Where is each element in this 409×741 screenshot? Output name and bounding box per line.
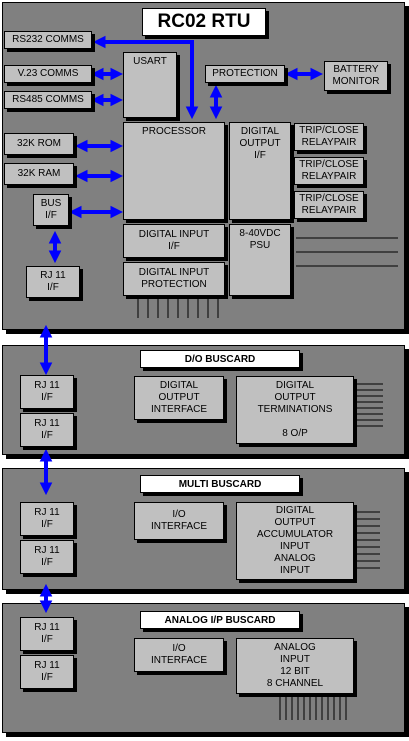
relay-pair-block-1: TRIP/CLOSE RELAYPAIR	[294, 123, 364, 151]
v23-comms-block: V.23 COMMS	[4, 65, 92, 83]
protection-block: PROTECTION	[205, 65, 285, 83]
do-rj11-a: RJ 11 I/F	[20, 375, 74, 409]
multi-rj11-b: RJ 11 I/F	[20, 540, 74, 574]
analog-rj11-a: RJ 11 I/F	[20, 617, 74, 651]
battery-monitor-block: BATTERY MONITOR	[324, 61, 388, 91]
digital-output-terminations-block: DIGITAL OUTPUT TERMINATIONS 8 O/P	[236, 376, 354, 444]
relay-pair-block-3: TRIP/CLOSE RELAYPAIR	[294, 191, 364, 219]
digital-output-interface-block: DIGITAL OUTPUT INTERFACE	[134, 376, 224, 420]
analog-rj11-b: RJ 11 I/F	[20, 655, 74, 689]
rom-block: 32K ROM	[4, 133, 74, 155]
rs232-comms-block: RS232 COMMS	[4, 31, 92, 49]
digital-input-protection-block: DIGITAL INPUT PROTECTION	[123, 262, 225, 296]
do-terminal-pins	[355, 383, 383, 427]
do-buscard-title: D/O BUSCARD	[140, 350, 300, 368]
analog-io-interface-block: I/O INTERFACE	[134, 638, 224, 672]
digital-input-if-block: DIGITAL INPUT I/F	[123, 224, 225, 258]
multi-buscard-title: MULTI BUSCARD	[140, 475, 300, 493]
psu-block: 8-40VDC PSU	[229, 224, 291, 296]
multi-io-block: DIGITAL OUTPUT ACCUMULATOR INPUT ANALOG …	[236, 502, 354, 580]
digital-output-if-block: DIGITAL OUTPUT I/F	[229, 122, 291, 220]
rs485-comms-block: RS485 COMMS	[4, 91, 92, 109]
processor-pins	[137, 237, 398, 318]
do-rj11-b: RJ 11 I/F	[20, 413, 74, 447]
analog-input-block: ANALOG INPUT 12 BIT 8 CHANNEL	[236, 638, 354, 694]
relay-pair-block-2: TRIP/CLOSE RELAYPAIR	[294, 157, 364, 185]
rtu-title: RC02 RTU	[142, 8, 266, 36]
blue-arrows	[39, 35, 324, 614]
processor-block: PROCESSOR	[123, 122, 225, 220]
analog-terminal-pins	[279, 695, 347, 720]
main-rj11-block: RJ 11 I/F	[26, 266, 80, 298]
analog-buscard-title: ANALOG I/P BUSCARD	[140, 611, 300, 629]
multi-io-interface-block: I/O INTERFACE	[134, 502, 224, 540]
usart-block: USART	[123, 52, 177, 118]
multi-rj11-a: RJ 11 I/F	[20, 502, 74, 536]
bus-if-block: BUS I/F	[33, 194, 69, 226]
multi-terminal-pins	[355, 511, 380, 569]
ram-block: 32K RAM	[4, 163, 74, 185]
